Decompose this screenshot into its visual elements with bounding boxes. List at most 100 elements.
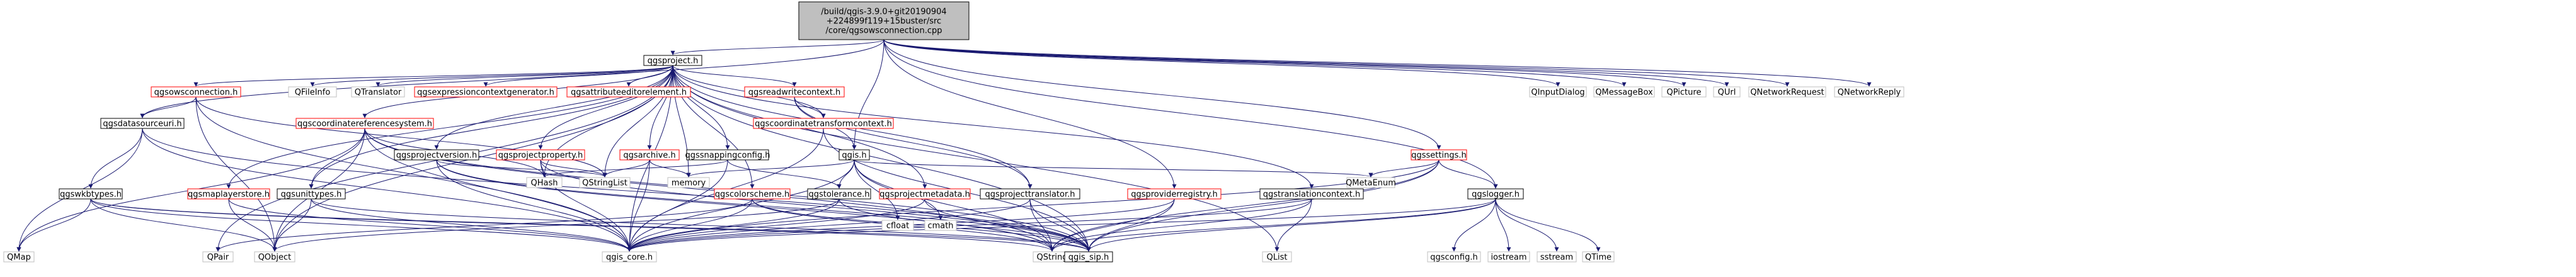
edge-path: [883, 39, 1729, 87]
edge-path: [883, 39, 1790, 87]
edge-qgsproject_h-to-qgstranslationcontext_h: [672, 65, 1314, 189]
node-label: qgsprojectversion.h: [396, 151, 477, 161]
node-qgssnappingconfig-h[interactable]: qgssnappingconfig.h: [685, 149, 770, 161]
node-root[interactable]: /build/qgis-3.9.0+git20190904+224899f119…: [798, 1, 970, 40]
node-QString: QString: [1033, 251, 1072, 263]
edge-path: [542, 159, 728, 178]
edge-qgslogger_h-to-iostream: [1495, 198, 1511, 252]
node-qgis-sip-h[interactable]: qgis_sip.h: [1064, 251, 1113, 263]
node-qgsarchive-h[interactable]: qgsarchive.h: [619, 149, 680, 161]
node-qgscoordinatereferencesystem-h[interactable]: qgscoordinatereferencesystem.h: [295, 118, 434, 129]
edge-qgsprojectversion_h-to-qgis_sip_h: [436, 159, 1091, 252]
edge-qgsproject_h-to-QTranslator: [375, 65, 673, 87]
node-box: [496, 149, 585, 161]
edge-qgis_h-to-cfloat: [854, 159, 900, 220]
node-qgscoordinatetransformcontext-h[interactable]: qgscoordinatetransformcontext.h: [753, 118, 894, 129]
edge-qgscoordinatereferencesystem_h-to-qgis_core_h: [364, 128, 632, 252]
header-nodes: /build/qgis-3.9.0+git20190904+224899f119…: [3, 1, 1904, 263]
node-label: qgstranslationcontext.h: [1263, 190, 1361, 200]
node-QNetworkRequest: QNetworkRequest: [1748, 86, 1826, 98]
node-QPair: QPair: [202, 251, 234, 263]
node-qgsreadwritecontext-h[interactable]: qgsreadwritecontext.h: [744, 86, 845, 98]
edge-qgslogger_h-to-qgis_core_h: [627, 198, 1496, 252]
edge-qgsproject_h-to-qgsarchive_h: [647, 65, 673, 150]
edge-path: [272, 198, 312, 252]
node-box: [980, 188, 1080, 200]
node-qgstranslationcontext-h[interactable]: qgstranslationcontext.h: [1259, 188, 1364, 200]
edge-path: [364, 128, 632, 252]
node-qgsmaplayerstore-h[interactable]: qgsmaplayerstore.h: [187, 188, 270, 200]
edge-qgssettings_h-to-QMetaEnum: [1368, 159, 1440, 178]
edge-path: [627, 159, 855, 252]
node-qgsunittypes-h[interactable]: qgsunittypes.h: [277, 188, 346, 200]
node-box: [394, 149, 479, 161]
edge-path: [538, 65, 673, 150]
node-label: /build/qgis-3.9.0+git20190904: [821, 8, 946, 17]
node-label: QString: [1036, 253, 1067, 263]
edge-path: [627, 198, 1496, 252]
node-qgsattributeeditorelement-h[interactable]: qgsattributeeditorelement.h: [566, 86, 691, 98]
node-qgswkbtypes-h[interactable]: qgswkbtypes.h: [59, 188, 123, 200]
node-box: [1411, 149, 1467, 161]
node-box: [295, 118, 434, 129]
node-box: [714, 188, 791, 200]
edge-path: [540, 159, 1091, 252]
node-box: [1748, 86, 1826, 98]
edge-qgsproject_h-to-QList: [672, 65, 1279, 252]
edge-path: [1495, 198, 1559, 252]
node-qgslogger-h[interactable]: qgslogger.h: [1467, 188, 1524, 200]
edge-root-to-qgsproject_h: [670, 39, 884, 55]
edge-qgsproject_h-to-qgsreadwritecontext_h: [672, 65, 797, 87]
edge-qgswkbtypes_h-to-qgis_core_h: [90, 198, 632, 252]
edge-path: [627, 198, 753, 252]
edge-path: [228, 198, 632, 252]
edge-qgsdatasourceuri_h-to-qgis_sip_h: [142, 128, 1091, 252]
node-qgis-h[interactable]: qgis.h: [839, 149, 870, 161]
edge-qgstolerance_h-to-QObject: [272, 198, 840, 252]
node-qgssettings-h[interactable]: qgssettings.h: [1411, 149, 1467, 161]
node-qgsprojectversion-h[interactable]: qgsprojectversion.h: [394, 149, 479, 161]
edge-qgsowsconnection_h-to-QObject: [195, 96, 277, 252]
edge-qgslogger_h-to-QTime: [1495, 198, 1601, 252]
node-box: [1467, 188, 1524, 200]
edge-qgscolorscheme_h-to-QPair: [215, 198, 753, 252]
node-qgsprojectproperty-h[interactable]: qgsprojectproperty.h: [496, 149, 585, 161]
node-box: [643, 55, 702, 66]
edge-path: [195, 96, 277, 252]
node-qgsexpressioncontextgenerator-h[interactable]: qgsexpressioncontextgenerator.h: [414, 86, 558, 98]
node-qgsproject-h[interactable]: qgsproject.h: [643, 55, 702, 66]
edge-qgslogger_h-to-sstream: [1495, 198, 1559, 252]
node-label: qgis_core.h: [606, 253, 653, 263]
node-QFileInfo: QFileInfo: [288, 86, 337, 98]
edge-path: [228, 198, 277, 252]
node-qgsdatasourceuri-h[interactable]: qgsdatasourceuri.h: [100, 118, 185, 129]
node-label: iostream: [1491, 253, 1526, 263]
edge-path: [1050, 159, 1440, 252]
node-label: qgscoordinatetransformcontext.h: [755, 120, 892, 129]
edge-path: [88, 128, 143, 189]
edge-qgsmaplayerstore_h-to-QObject: [228, 198, 277, 252]
node-label: qgssettings.h: [1411, 151, 1467, 161]
edge-qgsprojectproperty_h-to-qgis_sip_h: [540, 159, 1091, 252]
edge-qgssnappingconfig_h-to-qgstolerance_h: [727, 159, 842, 189]
node-qgsprojecttranslator-h[interactable]: qgsprojecttranslator.h: [980, 188, 1080, 200]
node-qgscolorscheme-h[interactable]: qgscolorscheme.h: [714, 188, 791, 200]
edge-path: [883, 39, 1441, 150]
edge-root-to-QNetworkRequest: [883, 39, 1790, 87]
node-label: qgsunittypes.h: [281, 190, 342, 200]
node-label: QMetaEnum: [1346, 179, 1396, 188]
edge-path: [1495, 198, 1601, 252]
edge-path: [627, 198, 1312, 252]
edge-qgsowsconnection_h-to-QStringList: [195, 96, 607, 178]
edge-path: [794, 96, 826, 118]
node-qgsproviderregistry-h[interactable]: qgsproviderregistry.h: [1127, 188, 1222, 200]
node-qgsprojectmetadata-h[interactable]: qgsprojectmetadata.h: [879, 188, 971, 200]
edge-path: [436, 159, 632, 252]
edge-qgsarchive_h-to-memory: [649, 159, 691, 178]
node-QTranslator: QTranslator: [351, 86, 405, 98]
node-qgstolerance-h[interactable]: qgstolerance.h: [807, 188, 871, 200]
edge-qgsproject_h-to-qgscolorscheme_h: [672, 65, 755, 189]
node-box: [807, 188, 871, 200]
node-qgsowsconnection-h[interactable]: qgsowsconnection.h: [151, 86, 241, 98]
